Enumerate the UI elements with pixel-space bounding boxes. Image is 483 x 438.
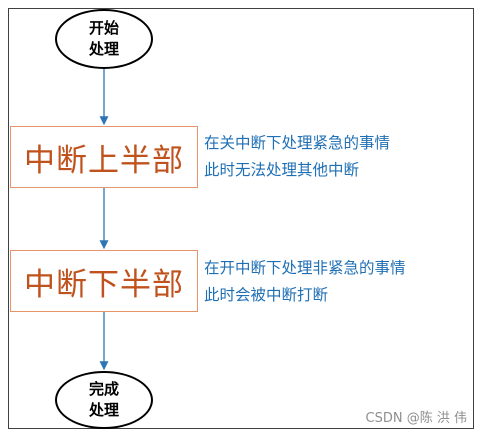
- end-label-line-1: 完成: [88, 380, 119, 398]
- start-label-line-1: 开始: [88, 19, 119, 37]
- watermark: CSDN @陈 洪 伟: [365, 411, 467, 426]
- bottom-half-note: 在开中断下处理非紧急的事情 此时会被中断打断: [204, 255, 406, 309]
- top-half-note: 在关中断下处理紧急的事情 此时无法处理其他中断: [204, 130, 390, 184]
- start-label-line-2: 处理: [88, 40, 119, 58]
- bottom-half-note-line-1: 在开中断下处理非紧急的事情: [204, 259, 406, 277]
- bottom-half-note-line-2: 此时会被中断打断: [204, 286, 329, 304]
- top-half-note-line-2: 此时无法处理其他中断: [204, 161, 360, 179]
- bottom-half-label: 中断下半部: [24, 266, 184, 303]
- top-half-box: 中断上半部: [10, 126, 198, 188]
- start-terminal: 开始 处理: [55, 9, 153, 69]
- bottom-half-box: 中断下半部: [10, 250, 198, 312]
- end-label-line-2: 处理: [88, 401, 119, 419]
- top-half-note-line-1: 在关中断下处理紧急的事情: [204, 134, 391, 152]
- top-half-label: 中断上半部: [24, 142, 184, 179]
- diagram-frame: [8, 8, 474, 429]
- end-terminal: 完成 处理: [55, 371, 153, 429]
